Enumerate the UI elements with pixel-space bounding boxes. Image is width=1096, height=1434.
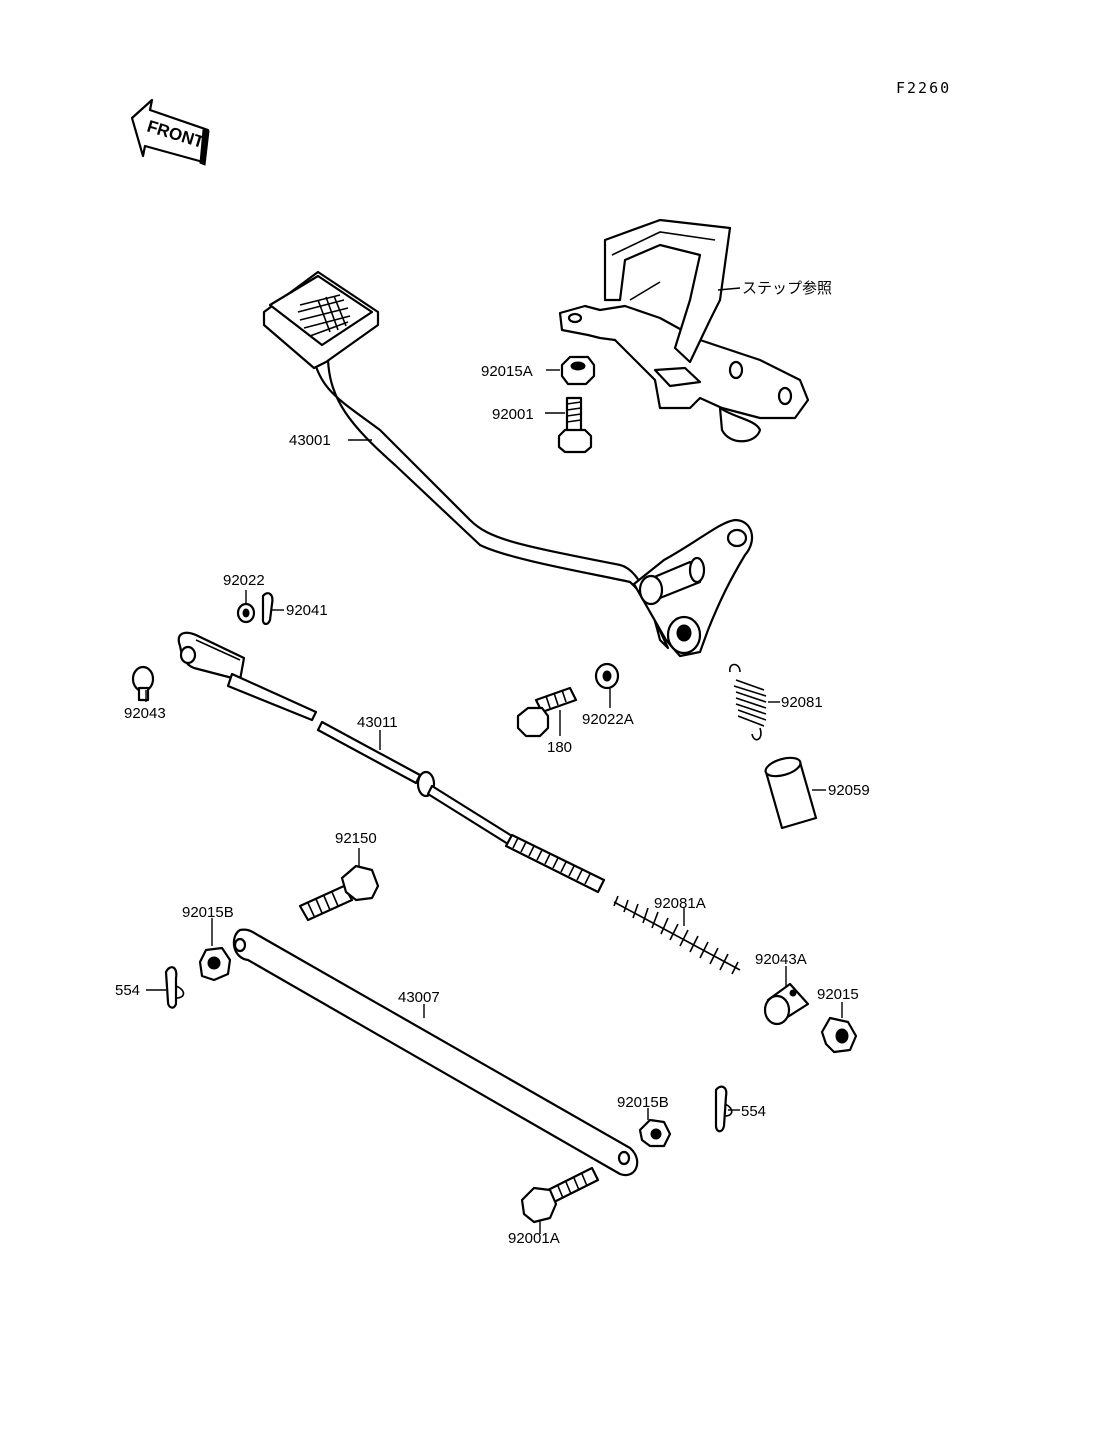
clip-554-left bbox=[146, 966, 185, 1009]
front-arrow-icon: FRONT bbox=[130, 98, 210, 166]
pin-92043 bbox=[131, 665, 155, 702]
callout-43011: 43011 bbox=[357, 714, 398, 731]
callout-92015A: 92015A bbox=[481, 363, 533, 380]
nut-92015B-bottom bbox=[638, 1108, 672, 1148]
bolt-92001A bbox=[520, 1166, 600, 1234]
callout-92150: 92150 bbox=[335, 830, 377, 847]
link-rod-43007 bbox=[232, 928, 639, 1177]
callout-92081A: 92081A bbox=[654, 895, 706, 912]
callout-92043A: 92043A bbox=[755, 951, 807, 968]
callout-92081: 92081 bbox=[781, 694, 823, 711]
cotter-pin-92041 bbox=[261, 592, 284, 625]
callout-92001A: 92001A bbox=[508, 1230, 560, 1247]
callout-92022A: 92022A bbox=[582, 711, 634, 728]
nut-92015B-top bbox=[198, 918, 232, 982]
callout-554-right: 554 bbox=[741, 1103, 766, 1120]
diagram-code: F2260 bbox=[896, 79, 951, 97]
callout-92015B-bottom: 92015B bbox=[617, 1094, 669, 1111]
callout-92059: 92059 bbox=[828, 782, 870, 799]
callout-180: 180 bbox=[547, 739, 572, 756]
footrest-bracket bbox=[558, 218, 810, 443]
clip-554-right bbox=[714, 1085, 740, 1133]
brake-rod-43011 bbox=[177, 631, 606, 894]
pin-92043A bbox=[763, 966, 810, 1026]
callout-92043: 92043 bbox=[124, 705, 166, 722]
bolt-92001 bbox=[545, 396, 593, 454]
footrest-reference-label: ステップ参照 bbox=[742, 279, 832, 297]
spring-92081 bbox=[729, 663, 780, 741]
callout-92001: 92001 bbox=[492, 406, 534, 423]
bolt-92150 bbox=[298, 848, 380, 922]
callout-554-left: 554 bbox=[115, 982, 140, 999]
callout-92041: 92041 bbox=[286, 602, 328, 619]
callout-92015B-top: 92015B bbox=[182, 904, 234, 921]
brake-pedal-43001 bbox=[262, 270, 754, 658]
bolt-180 bbox=[516, 686, 578, 738]
callout-43001: 43001 bbox=[289, 432, 331, 449]
callout-92015: 92015 bbox=[817, 986, 859, 1003]
spring-92081A bbox=[613, 895, 741, 975]
nut-92015 bbox=[820, 1002, 858, 1054]
callout-43007: 43007 bbox=[398, 989, 440, 1006]
washer-92022 bbox=[236, 590, 256, 624]
washer-92022A bbox=[594, 662, 620, 708]
callout-92022: 92022 bbox=[223, 572, 265, 589]
collar-92059 bbox=[764, 756, 826, 830]
nut-92015A bbox=[546, 355, 596, 386]
